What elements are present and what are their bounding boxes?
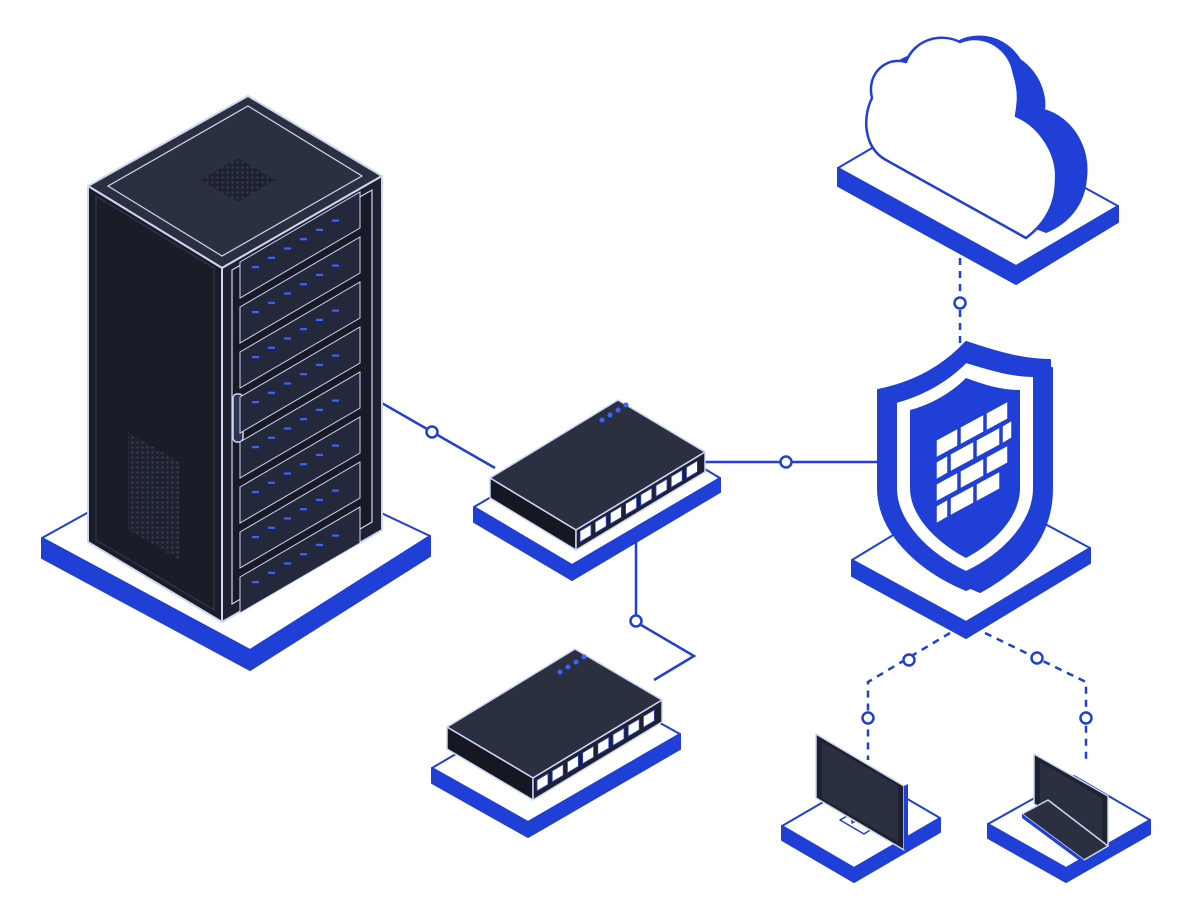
network-switch-icon [446, 648, 663, 801]
rack-led [316, 498, 323, 501]
rack-unit [239, 326, 361, 434]
ethernet-port [640, 487, 653, 507]
rack-led [316, 543, 323, 546]
ethernet-port [655, 478, 668, 498]
rack-led [332, 534, 339, 537]
rack-led [252, 401, 259, 404]
rack-led [300, 418, 307, 421]
laptop-icon [1021, 753, 1109, 864]
switch-main-ports [579, 460, 698, 543]
rack-led [300, 238, 307, 241]
switch-secondary-leds [557, 654, 587, 675]
rack-led [252, 491, 259, 494]
link-node-firewall-cloud [953, 296, 967, 310]
rack-led [252, 311, 259, 314]
ethernet-port [610, 505, 622, 525]
link-node-firewall-laptop-a [1030, 651, 1044, 665]
rack-led [316, 318, 323, 321]
rack-led [252, 356, 259, 359]
switch-secondary-ports [536, 709, 655, 792]
ethernet-port [551, 763, 564, 783]
rack-led [284, 472, 291, 475]
link-switch-switch [634, 540, 697, 682]
ethernet-port [627, 718, 640, 738]
rack-unit [239, 191, 361, 299]
rack-led [252, 581, 259, 584]
network-switch-icon [489, 399, 706, 551]
rack-led [284, 427, 291, 430]
rack-unit [239, 236, 361, 344]
rack-led [300, 508, 307, 511]
rack-led [284, 562, 291, 565]
rack-led [332, 219, 339, 222]
ethernet-port [594, 514, 607, 534]
rack-led [300, 328, 307, 331]
link-node-firewall-laptop-b [1079, 711, 1093, 725]
ethernet-port [582, 745, 594, 765]
rack-led [316, 453, 323, 456]
rack-unit [239, 371, 361, 479]
ethernet-port [567, 754, 579, 774]
rack-led [268, 256, 275, 259]
rack-unit [239, 416, 361, 524]
rack-led [284, 382, 291, 385]
rack-led [300, 373, 307, 376]
ethernet-port [670, 469, 683, 489]
rack-units [239, 191, 361, 614]
rack-led [332, 399, 339, 402]
link-node-firewall-desktop-b [861, 711, 875, 725]
ethernet-port [579, 523, 592, 543]
rack-led [268, 301, 275, 304]
rack-unit [239, 281, 361, 389]
rack-led [284, 517, 291, 520]
ethernet-port [612, 727, 625, 747]
rack-led [252, 266, 259, 269]
rack-led [268, 526, 275, 529]
link-node-firewall-desktop-a [902, 653, 916, 667]
rack-led [252, 446, 259, 449]
switch-main-leds [599, 402, 629, 423]
rack-led [332, 264, 339, 267]
rack-led [268, 346, 275, 349]
rack-led [268, 391, 275, 394]
rack-led [284, 292, 291, 295]
rack-led [316, 228, 323, 231]
ethernet-port [597, 736, 610, 756]
firewall-shield-icon [877, 341, 1053, 593]
link-node-switch-firewall [779, 455, 793, 469]
rack-led [316, 408, 323, 411]
rack-led [316, 363, 323, 366]
rack-led [300, 463, 307, 466]
ethernet-port [643, 709, 655, 729]
cloud-icon [865, 35, 1088, 240]
server-rack-icon [87, 95, 383, 623]
rack-led [284, 247, 291, 250]
rack-unit [239, 461, 361, 569]
rack-led [268, 481, 275, 484]
rack-led [252, 536, 259, 539]
ethernet-port [536, 772, 549, 792]
rack-led [300, 283, 307, 286]
rack-led [332, 444, 339, 447]
ethernet-port [686, 460, 698, 480]
rack-led [332, 354, 339, 357]
ethernet-port [625, 496, 637, 516]
connections [379, 258, 1093, 760]
rack-led [300, 553, 307, 556]
rack-unit [239, 506, 361, 614]
link-firewall-desktop [866, 631, 951, 760]
brick-wall-icon [935, 400, 1013, 525]
rack-led [284, 337, 291, 340]
link-node-server-switch [425, 425, 439, 439]
desktop-monitor-icon [815, 733, 908, 851]
rack-led [268, 571, 275, 574]
rack-led [332, 309, 339, 312]
rack-led [316, 273, 323, 276]
link-node-switch-switch [629, 614, 643, 628]
rack-led [268, 436, 275, 439]
rack-led [332, 489, 339, 492]
